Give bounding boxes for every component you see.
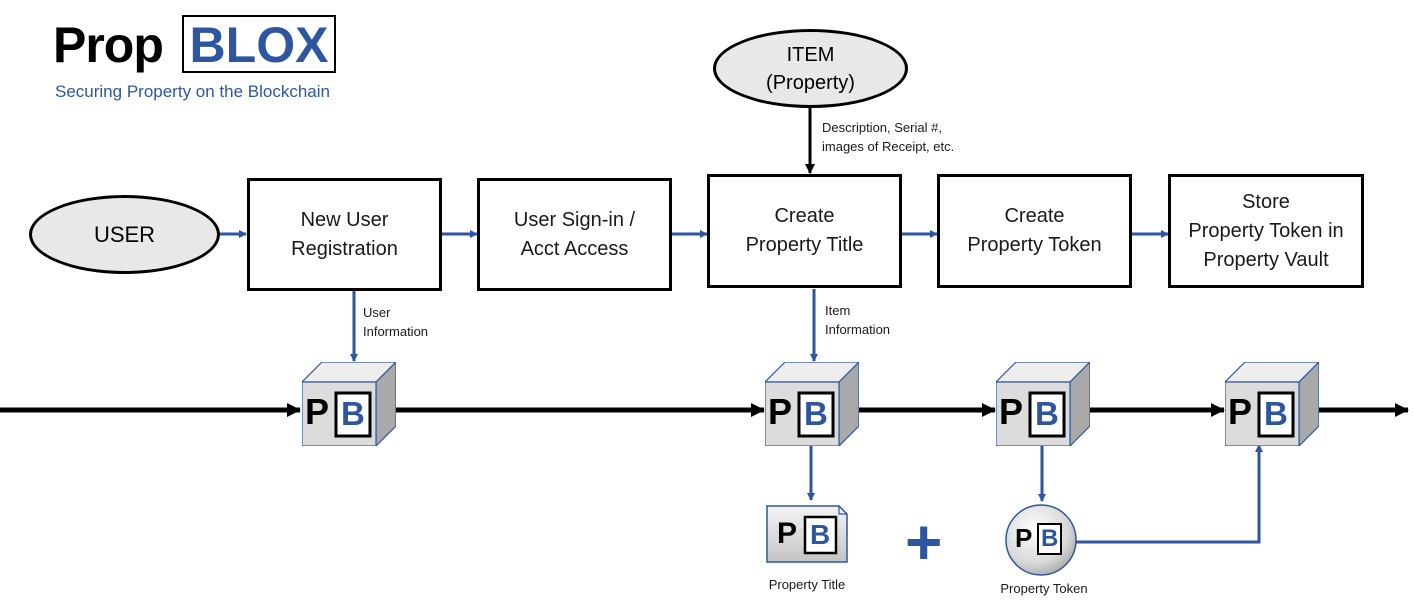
store-property-token-box: Store Property Token in Property Vault xyxy=(1168,174,1364,288)
block-letter-b: B xyxy=(804,395,828,432)
block-letter-b: B xyxy=(341,395,365,432)
blockchain-block-2: P B xyxy=(763,360,861,448)
user-signin-box: User Sign-in / Acct Access xyxy=(477,178,672,291)
user-node: USER xyxy=(29,195,220,274)
user-label: USER xyxy=(93,221,156,247)
plus-sign: + xyxy=(905,506,943,578)
item-label: ITEM xyxy=(786,43,835,66)
create-token-line1: Create xyxy=(1004,205,1065,227)
create-title-line1: Create xyxy=(774,205,835,227)
title-icon-letter-b: B xyxy=(810,519,831,550)
signin-line2: Acct Access xyxy=(520,237,629,260)
logo-blox-text: BLOX xyxy=(182,15,336,73)
user-info-line2: Information xyxy=(363,324,429,339)
title-document-graphic xyxy=(766,505,848,563)
property-title-caption: Property Title xyxy=(768,577,846,592)
block-letter-p: P xyxy=(305,391,330,432)
item-sublabel: (Property) xyxy=(766,71,855,94)
cube-graphic xyxy=(994,360,1092,448)
cube-graphic xyxy=(763,360,861,448)
cube-graphic xyxy=(300,360,398,448)
item-details-label: Description, Serial #, images of Receipt… xyxy=(822,118,954,156)
blockchain-block-3: P B xyxy=(994,360,1092,448)
item-details-line2: images of Receipt, etc. xyxy=(822,139,955,154)
store-line2: Property Token in xyxy=(1188,219,1344,242)
blockchain-block-1: P B xyxy=(300,360,398,448)
create-title-line2: Property Title xyxy=(745,234,864,256)
item-information-label: Item Information xyxy=(825,301,890,339)
logo-tagline: Securing Property on the Blockchain xyxy=(55,82,330,101)
block-letter-b: B xyxy=(1035,395,1059,432)
store-line3: Property Vault xyxy=(1203,248,1329,271)
block-letter-p: P xyxy=(999,391,1024,432)
user-information-label: User Information xyxy=(363,303,428,341)
blockchain-block-4: P B xyxy=(1223,360,1321,448)
store-line1: Store xyxy=(1242,190,1290,213)
registration-line1: New User xyxy=(300,208,389,231)
signin-line1: User Sign-in / xyxy=(513,208,636,231)
title-icon-letter-p: P xyxy=(777,517,798,550)
user-info-line1: User xyxy=(363,305,391,320)
create-property-token-box: Create Property Token xyxy=(937,174,1132,288)
create-property-title-box: Create Property Title xyxy=(707,174,902,288)
property-token-caption: Property Token xyxy=(1000,581,1088,596)
token-icon-letter-b: B xyxy=(1041,525,1059,552)
block-letter-p: P xyxy=(768,391,793,432)
item-info-line1: Item xyxy=(825,303,851,318)
block-letter-b: B xyxy=(1264,395,1288,432)
item-info-line2: Information xyxy=(825,322,891,337)
create-token-line2: Property Token xyxy=(967,234,1102,256)
token-to-vault-arrow xyxy=(1076,444,1263,544)
token-icon-letter-p: P xyxy=(1015,523,1033,553)
property-token-icon: P B xyxy=(1004,503,1078,577)
logo-prop-text: Prop xyxy=(53,17,164,73)
property-title-icon: P B xyxy=(766,505,848,563)
token-coin-graphic xyxy=(1005,504,1077,576)
new-user-registration-box: New User Registration xyxy=(247,178,442,291)
registration-line2: Registration xyxy=(291,237,398,260)
block-letter-p: P xyxy=(1228,391,1253,432)
item-node: ITEM (Property) xyxy=(713,29,908,108)
item-details-line1: Description, Serial #, xyxy=(822,120,942,135)
